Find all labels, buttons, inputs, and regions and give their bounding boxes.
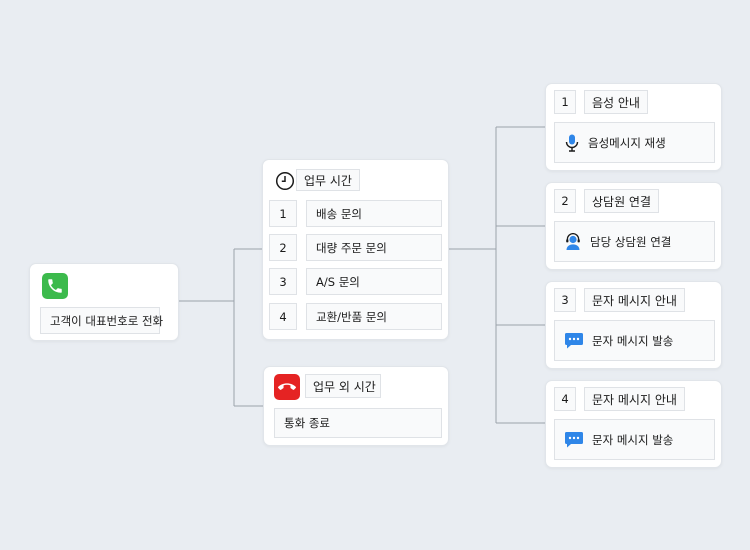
- result-1-number: 1: [554, 90, 576, 114]
- option-1-number: 1: [269, 200, 297, 227]
- result-4-number: 4: [554, 387, 576, 411]
- result-3-title: 문자 메시지 안내: [584, 288, 685, 312]
- result-4-title: 문자 메시지 안내: [584, 387, 685, 411]
- result-1-action-box: 음성메시지 재생: [554, 122, 715, 163]
- after-hours-title: 업무 외 시간: [305, 374, 381, 398]
- result-1-action: 음성메시지 재생: [588, 135, 666, 150]
- result-card-3: 3 문자 메시지 안내 문자 메시지 발송: [545, 281, 722, 369]
- chat-bubble-icon: [564, 332, 584, 350]
- option-2-label: 대량 주문 문의: [306, 234, 442, 261]
- result-3-action: 문자 메시지 발송: [592, 333, 674, 348]
- option-2-number: 2: [269, 234, 297, 261]
- result-4-action-box: 문자 메시지 발송: [554, 419, 715, 460]
- option-4-number: 4: [269, 303, 297, 330]
- result-1-title: 음성 안내: [584, 90, 648, 114]
- option-1-label: 배송 문의: [306, 200, 442, 227]
- result-card-2: 2 상담원 연결 담당 상담원 연결: [545, 182, 722, 270]
- result-card-4: 4 문자 메시지 안내 문자 메시지 발송: [545, 380, 722, 468]
- agent-headset-icon: [564, 232, 582, 251]
- after-hours-card: 업무 외 시간 통화 종료: [263, 366, 449, 446]
- business-hours-title: 업무 시간: [296, 169, 360, 191]
- hang-up-icon: [274, 374, 300, 400]
- after-hours-action: 통화 종료: [274, 408, 442, 438]
- result-3-action-box: 문자 메시지 발송: [554, 320, 715, 361]
- start-label: 고객이 대표번호로 전화: [40, 307, 163, 334]
- option-3-number: 3: [269, 268, 297, 295]
- result-card-1: 1 음성 안내 음성메시지 재생: [545, 83, 722, 171]
- phone-icon: [42, 273, 68, 299]
- result-2-number: 2: [554, 189, 576, 213]
- result-2-action: 담당 상담원 연결: [590, 234, 672, 249]
- option-4-label: 교환/반품 문의: [306, 303, 442, 330]
- result-4-action: 문자 메시지 발송: [592, 432, 674, 447]
- start-card: 고객이 대표번호로 전화: [29, 263, 179, 341]
- clock-icon: [274, 170, 296, 192]
- result-2-title: 상담원 연결: [584, 189, 660, 213]
- business-hours-card: 업무 시간 1 배송 문의 2 대량 주문 문의 3 A/S 문의 4 교환/반…: [262, 159, 449, 340]
- result-2-action-box: 담당 상담원 연결: [554, 221, 715, 262]
- option-3-label: A/S 문의: [306, 268, 442, 295]
- microphone-icon: [564, 134, 580, 152]
- result-3-number: 3: [554, 288, 576, 312]
- chat-bubble-icon: [564, 431, 584, 449]
